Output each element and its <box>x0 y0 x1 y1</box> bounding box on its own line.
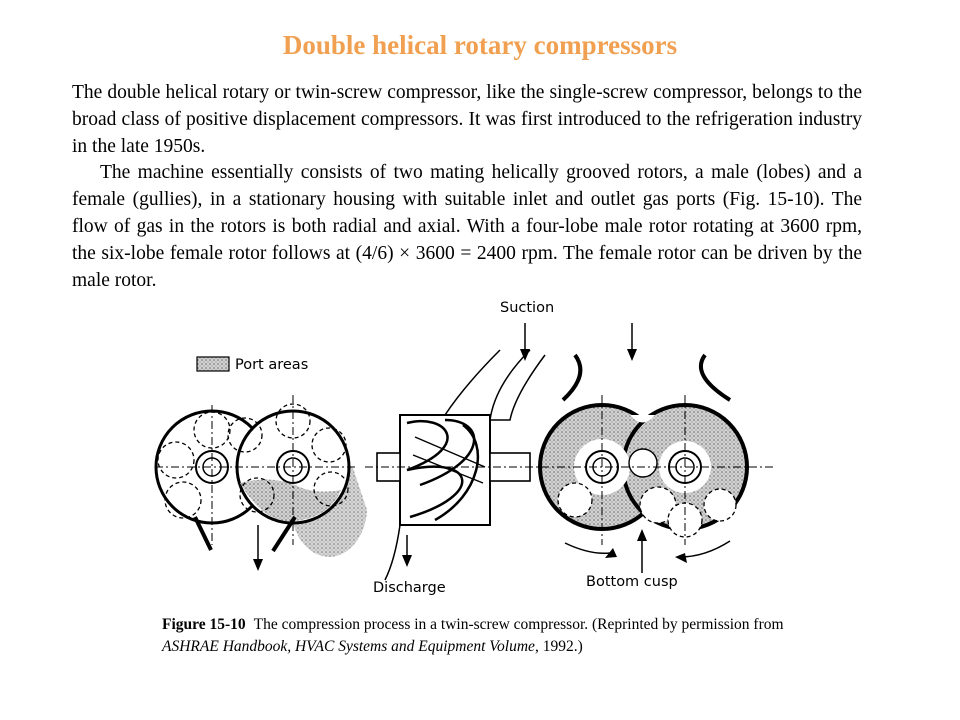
twin-screw-diagram <box>154 323 775 581</box>
body-text: The double helical rotary or twin-screw … <box>72 80 862 294</box>
figure-number: Figure 15-10 <box>162 616 246 633</box>
discharge-label: Discharge <box>373 580 446 596</box>
figure-15-10: Suction Port areas Discharge Bottom cusp <box>145 295 875 610</box>
bottom-cusp-label: Bottom cusp <box>586 574 678 590</box>
caption-source: ASHRAE Handbook, HVAC Systems and Equipm… <box>162 638 535 655</box>
port-areas-swatch <box>196 356 230 372</box>
figure-caption: Figure 15-10 The compression process in a… <box>162 614 842 658</box>
right-rotor-section <box>525 353 775 558</box>
helical-rotor-side-view <box>365 349 546 581</box>
left-rotor-section <box>154 395 367 557</box>
slide-title: Double helical rotary compressors <box>282 30 678 60</box>
paragraph-1: The double helical rotary or twin-screw … <box>72 82 862 157</box>
paragraph-2: The machine essentially consists of two … <box>72 162 862 291</box>
port-areas-label: Port areas <box>235 357 309 373</box>
caption-tail: , 1992.) <box>534 638 583 655</box>
caption-text: The compression process in a twin-screw … <box>253 616 784 633</box>
suction-label: Suction <box>500 300 555 316</box>
